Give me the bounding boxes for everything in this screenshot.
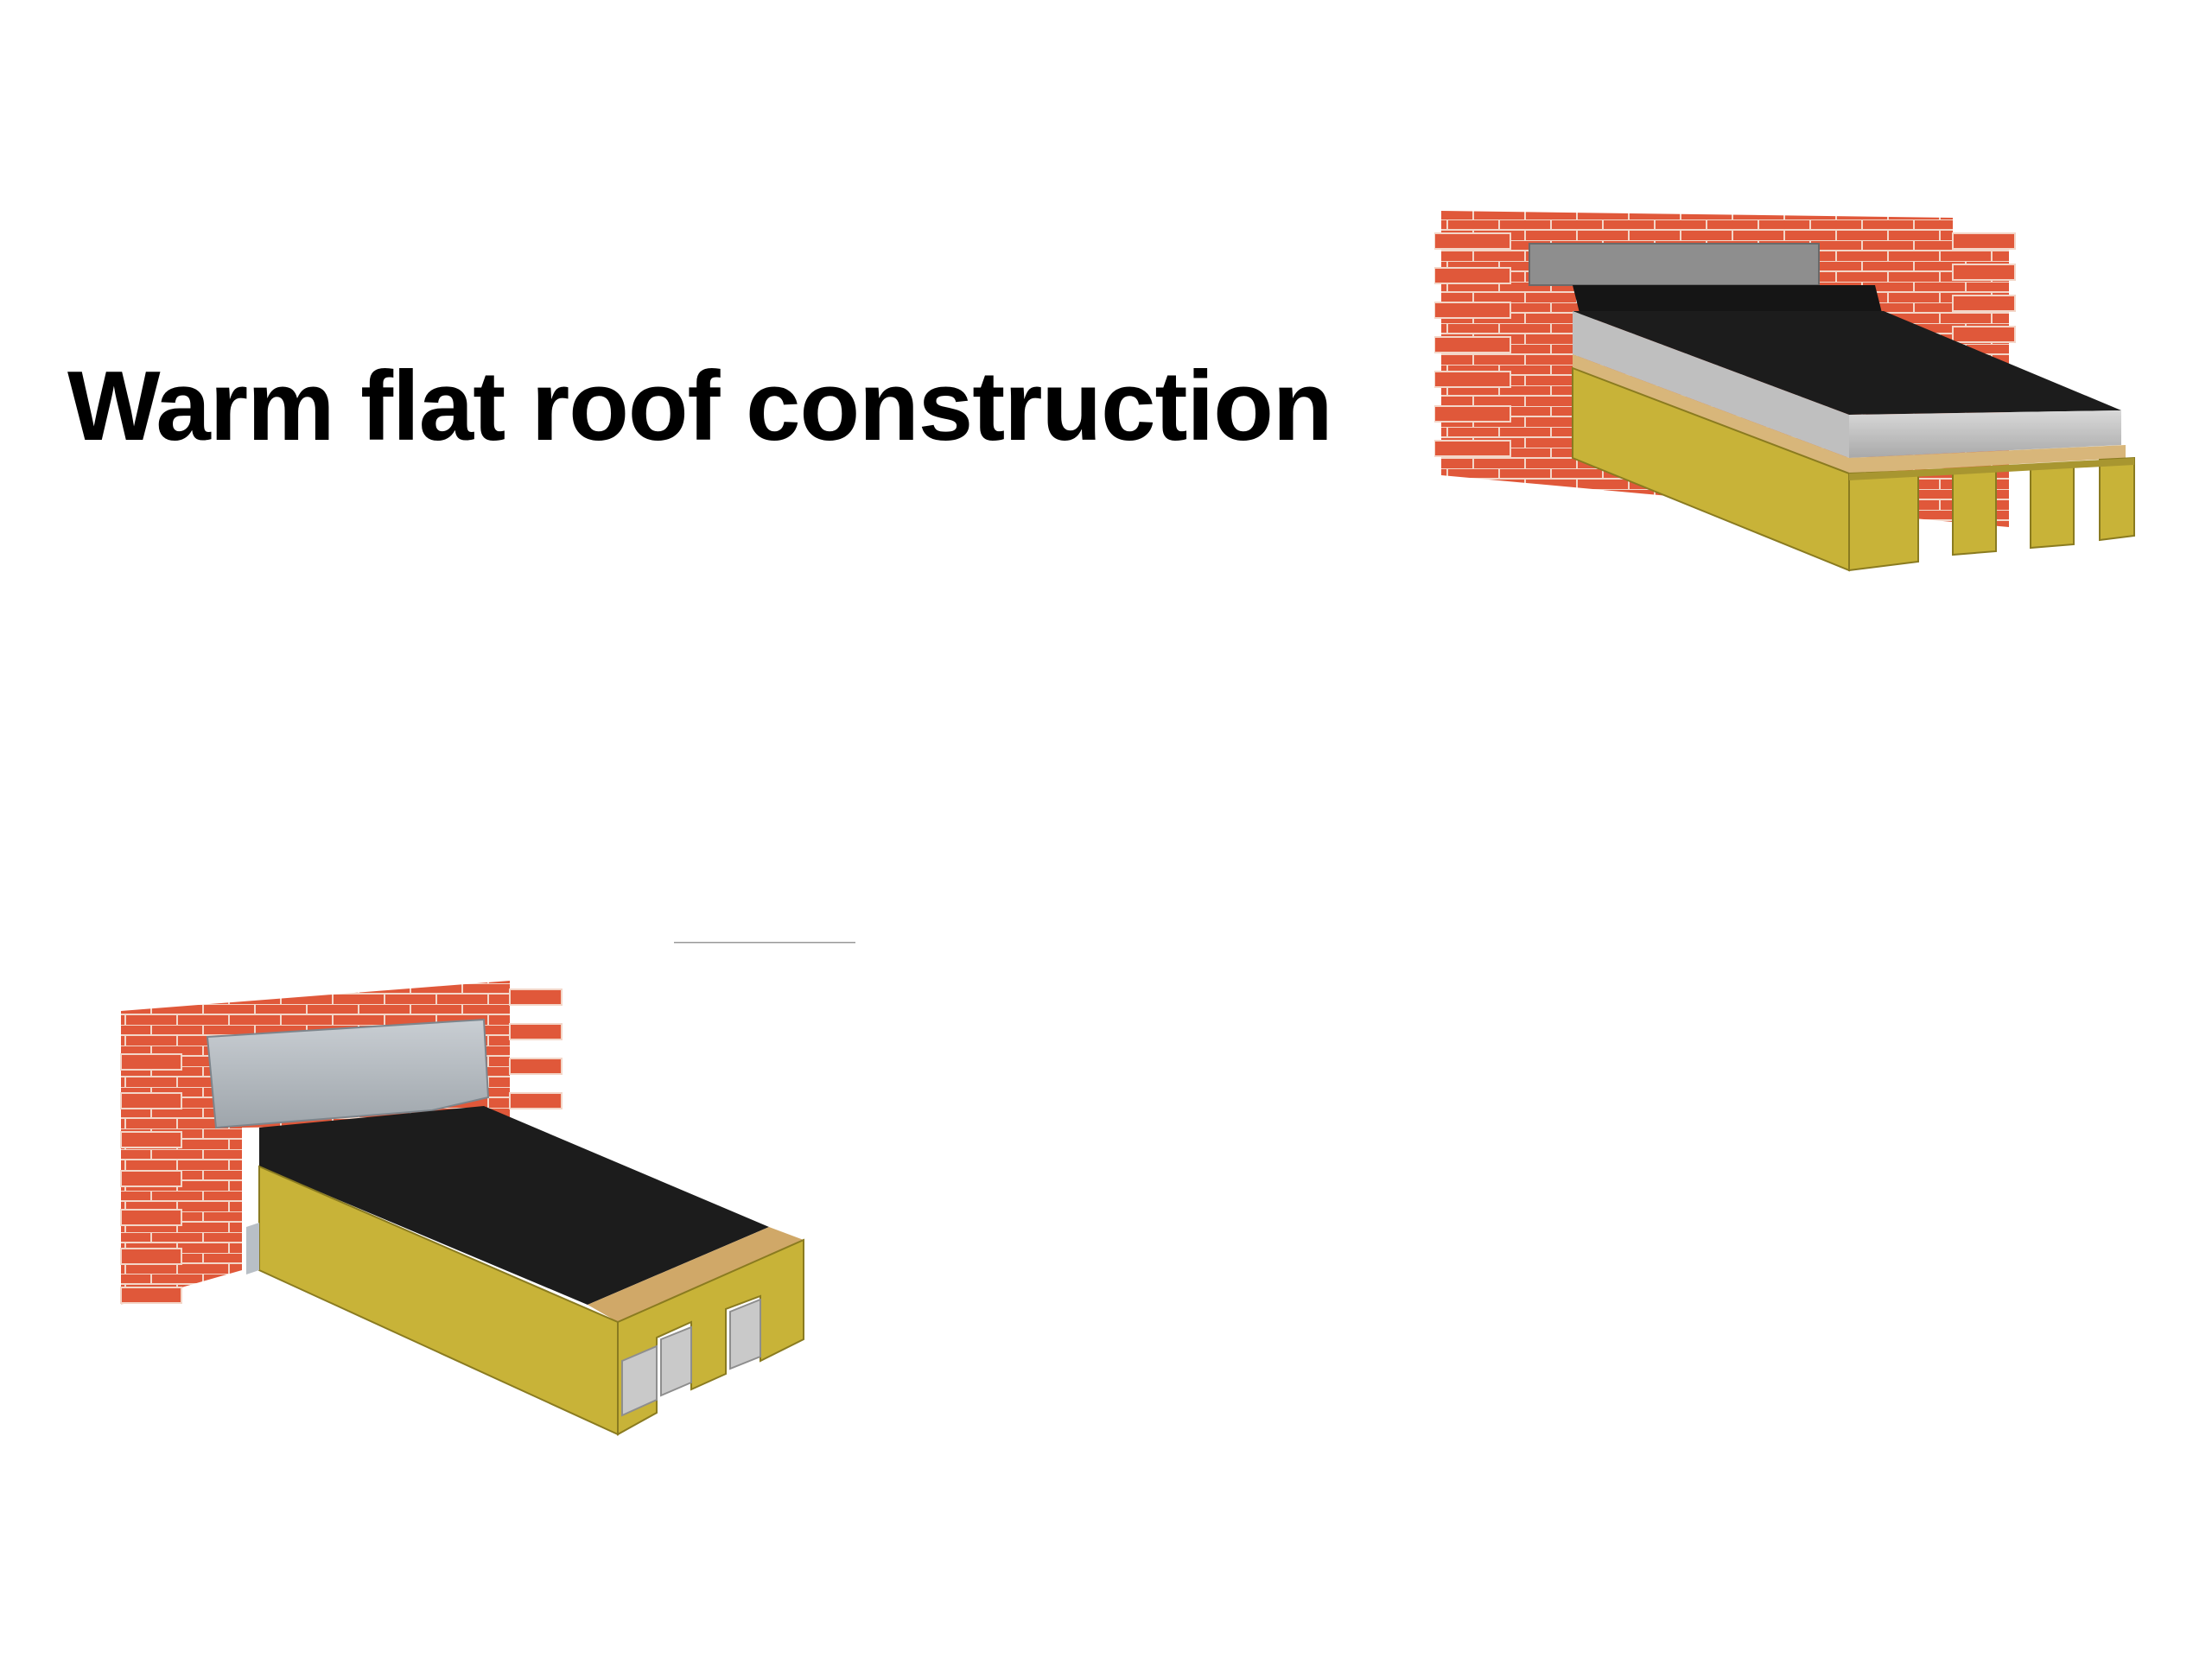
insulation-icon [1849, 410, 2121, 458]
cold-flat-roof-illustration [120, 942, 855, 1436]
warm-flat-roof-illustration [1434, 211, 2135, 572]
warm-roof-label: Warm flat roof construction [67, 352, 1332, 461]
membrane-icon [1573, 311, 2121, 415]
flashing-icon [1529, 243, 1820, 286]
membrane-icon [259, 1106, 769, 1305]
flashing-icon [206, 1018, 490, 1129]
